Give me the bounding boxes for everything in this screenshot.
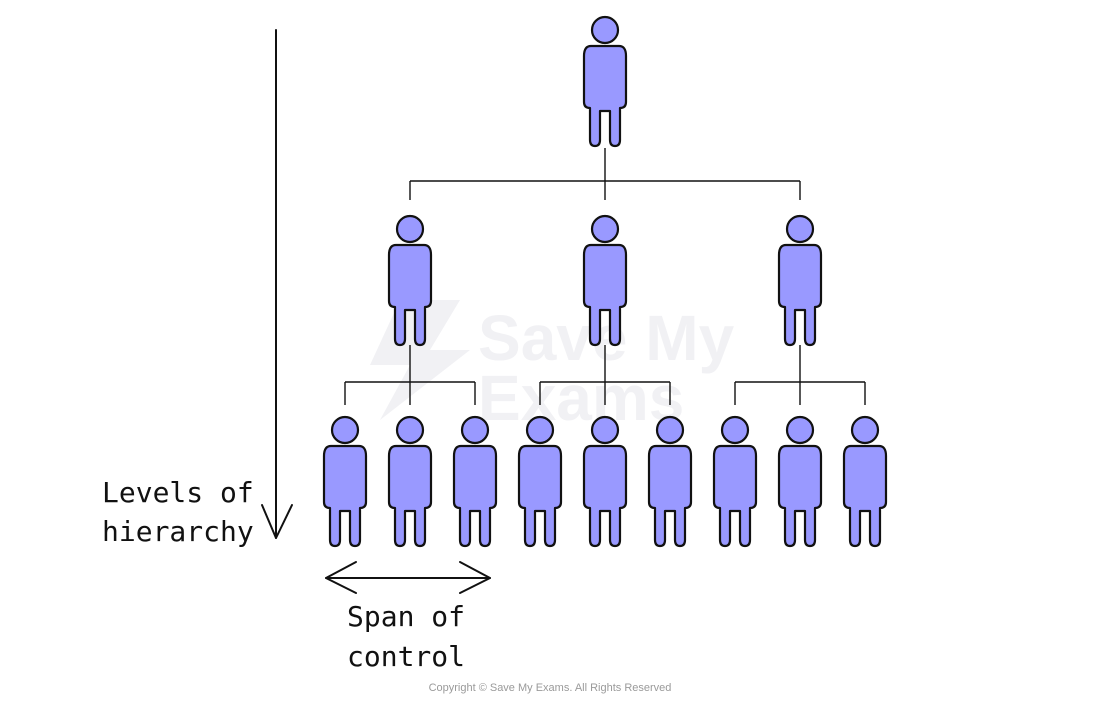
person-icon (582, 15, 628, 148)
people (322, 15, 888, 548)
person-icon (582, 214, 628, 347)
person-icon (387, 415, 433, 548)
person-icon (517, 415, 563, 548)
person-icon (842, 415, 888, 548)
person-icon (582, 415, 628, 548)
levels-arrow (261, 29, 293, 539)
span-label-line-2: control (347, 640, 465, 673)
watermark-line-1: Save My (478, 302, 735, 374)
span-arrow (325, 561, 491, 594)
person-icon (712, 415, 758, 548)
watermark: Save My Exams (370, 300, 735, 434)
copyright-text: Copyright © Save My Exams. All Rights Re… (429, 682, 672, 694)
span-label-line-1: Span of (347, 600, 465, 633)
person-icon (322, 415, 368, 548)
person-icon (777, 214, 823, 347)
person-icon (387, 214, 433, 347)
connector-lines (344, 148, 866, 405)
person-icon (647, 415, 693, 548)
levels-label-line-1: Levels of (102, 476, 254, 509)
levels-label-line-2: hierarchy (102, 515, 254, 548)
watermark-line-2: Exams (478, 362, 684, 434)
person-icon (452, 415, 498, 548)
person-icon (777, 415, 823, 548)
